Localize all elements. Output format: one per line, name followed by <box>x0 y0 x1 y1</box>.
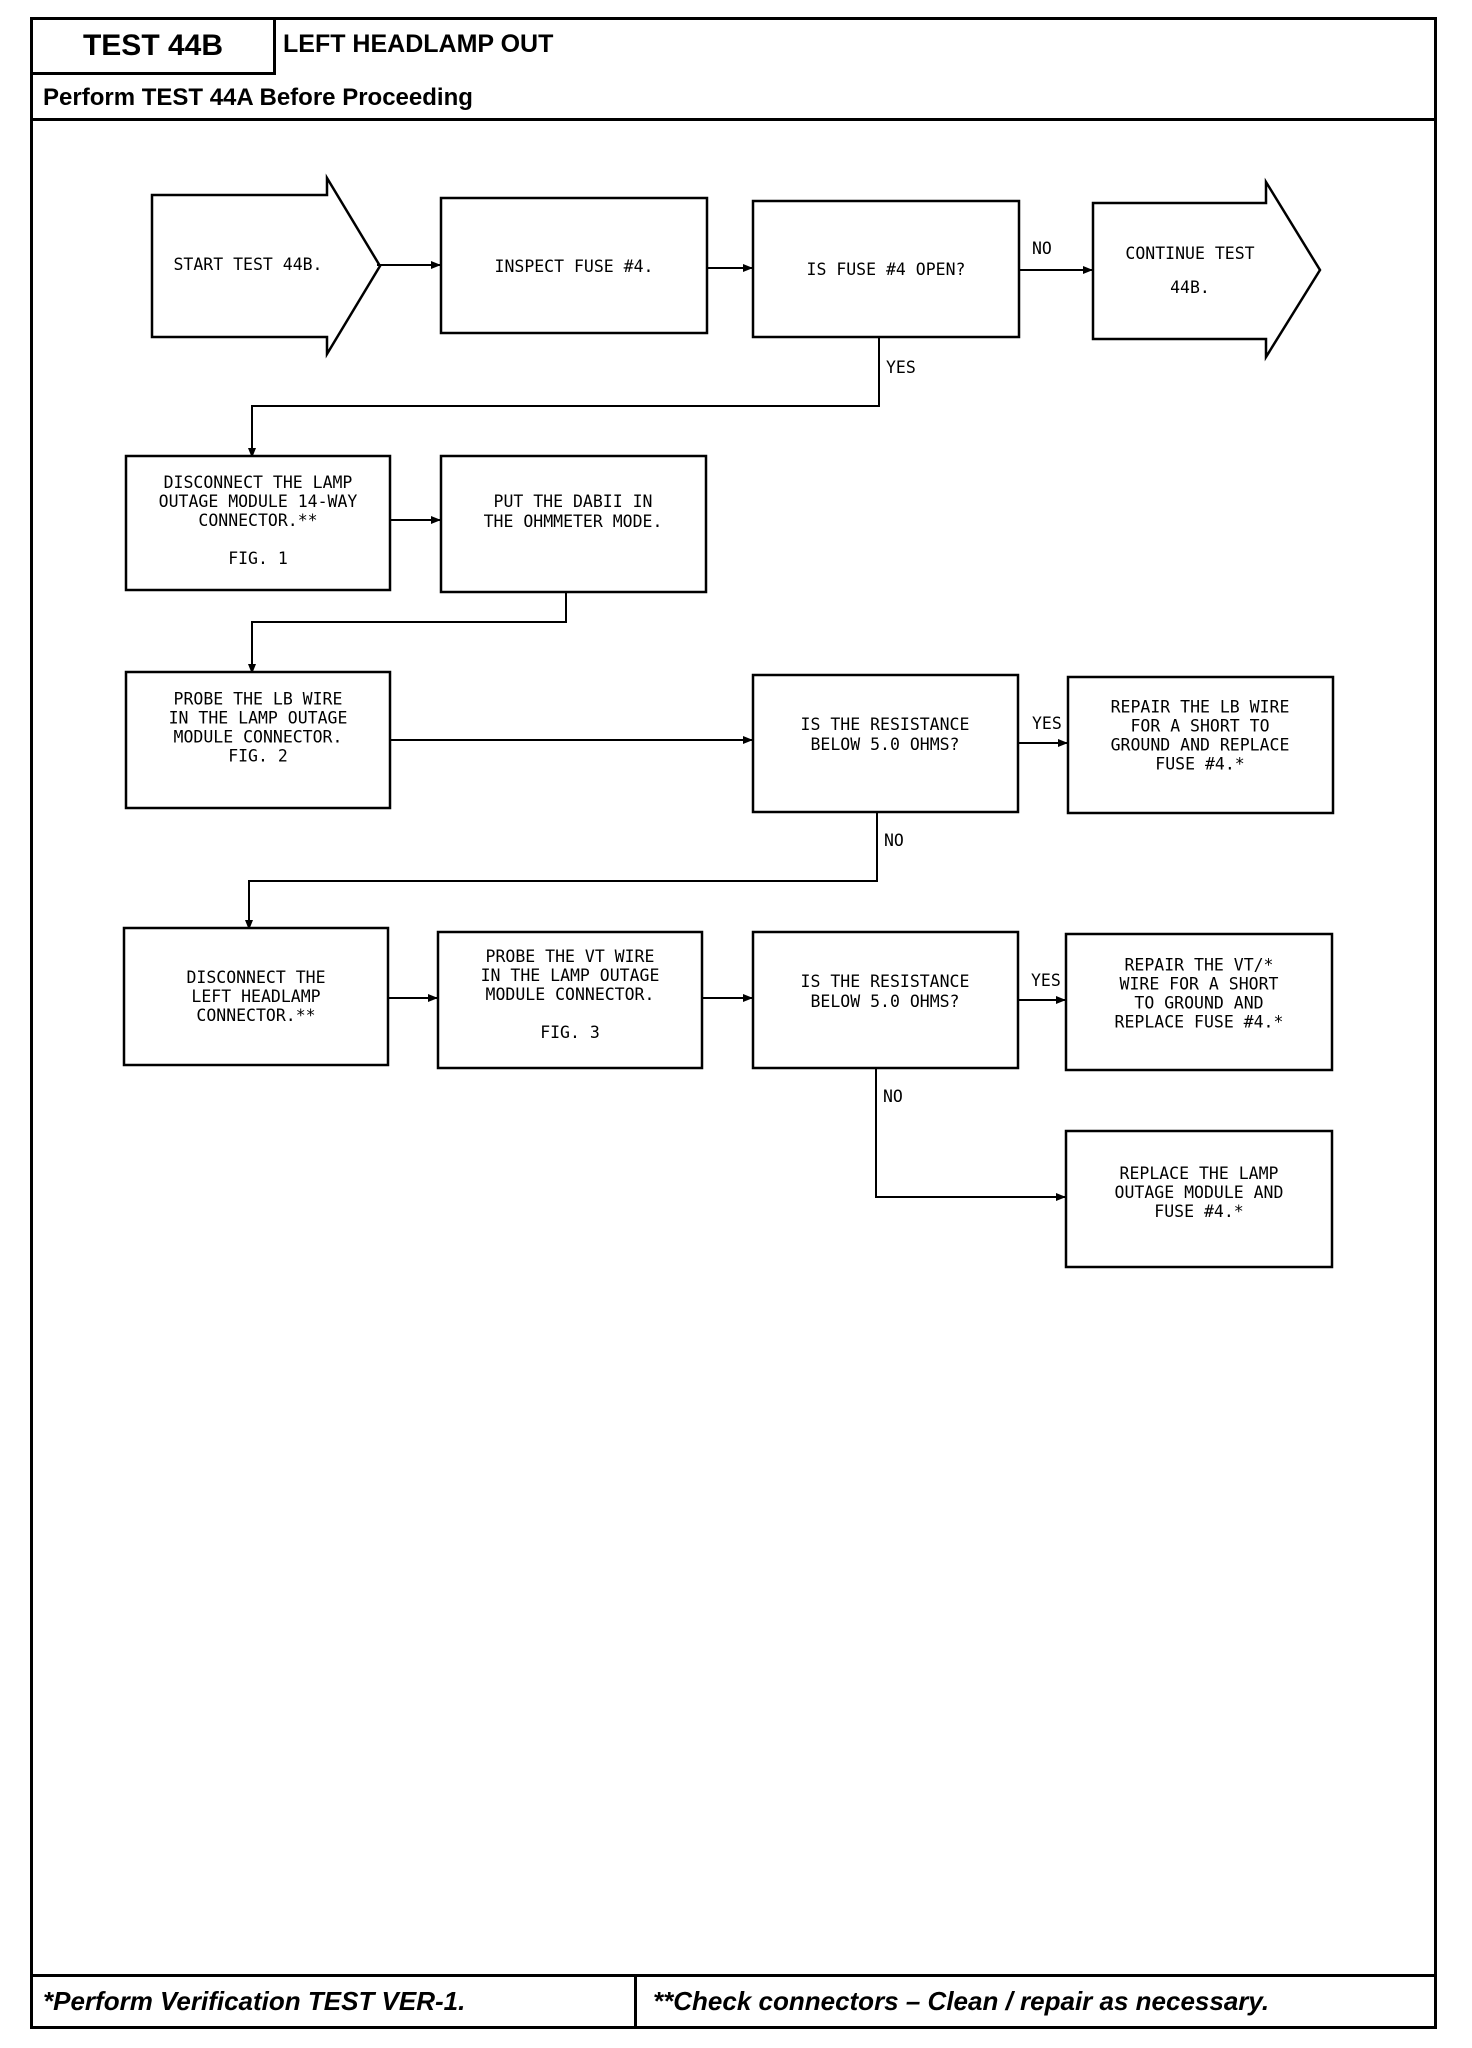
resistance-2-box <box>751 930 1020 1070</box>
box-text-line: DISCONNECT THE LAMP <box>164 473 353 492</box>
box-text-line: IN THE LAMP OUTAGE <box>481 966 660 985</box>
box-text-line: PROBE THE LB WIRE <box>174 690 343 709</box>
box-text-line: FOR A SHORT TO <box>1130 717 1269 736</box>
repair-lb-box <box>1066 675 1335 815</box>
arrowhead <box>245 920 253 930</box>
box-text-line: WIRE FOR A SHORT <box>1120 975 1279 994</box>
box-text-line: 44B. <box>1170 278 1210 297</box>
box-text-line: DISCONNECT THE <box>186 968 325 987</box>
continue-arrow <box>1091 177 1322 362</box>
box-text-line: REPLACE FUSE #4.* <box>1115 1013 1284 1032</box>
box-text-line: PROBE THE VT WIRE <box>486 947 655 966</box>
box-text-line: REPLACE THE LAMP <box>1120 1164 1279 1183</box>
connector-resistance-disconnect <box>248 812 878 930</box>
probe-vt-box <box>436 930 704 1070</box>
fuse-open-text: IS FUSE #4 OPEN? <box>807 260 966 279</box>
inspect-fuse-box <box>439 196 709 335</box>
arrowhead <box>1056 996 1066 1004</box>
test-id: TEST 44B <box>33 20 276 75</box>
label-yes-3: YES <box>1031 971 1061 990</box>
footer-separator <box>634 1974 637 2029</box>
disconnect-headlamp-box <box>122 926 390 1067</box>
arrowhead <box>743 736 753 744</box>
footer-verification-note: *Perform Verification TEST VER-1. <box>43 1986 466 2016</box>
label-no-1: NO <box>1032 239 1052 258</box>
box-text-line: IN THE LAMP OUTAGE <box>169 709 348 728</box>
arrowhead <box>1056 1193 1066 1201</box>
box-text-line: FIG. 2 <box>228 747 288 766</box>
test-sheet: TEST 44B LEFT HEADLAMP OUT Perform TEST … <box>30 17 1437 2029</box>
put-dabii-box <box>439 454 708 594</box>
label-yes-2: YES <box>1032 714 1062 733</box>
box-text-line: FIG. 1 <box>228 549 288 568</box>
arrowhead <box>248 664 256 674</box>
test-subtitle: Perform TEST 44A Before Proceeding <box>43 84 473 111</box>
box-text-line: MODULE CONNECTOR. <box>486 985 655 1004</box>
connector-resistance-replace <box>875 1068 1066 1198</box>
box-text-line: BELOW 5.0 OHMS? <box>810 735 959 754</box>
box-text-line: LEFT HEADLAMP <box>191 987 320 1006</box>
box-text-line: THE OHMMETER MODE. <box>484 512 663 531</box>
box-text-line: BELOW 5.0 OHMS? <box>810 992 959 1011</box>
box-text-line: OUTAGE MODULE AND <box>1115 1183 1284 1202</box>
box-text-line: OUTAGE MODULE 14-WAY <box>159 492 358 511</box>
box-text-line: CONNECTOR.** <box>196 1006 315 1025</box>
box-text-line: INSPECT FUSE #4. <box>495 257 654 276</box>
resistance-1-box <box>751 673 1020 814</box>
box-text-line: IS THE RESISTANCE <box>801 715 970 734</box>
repair-vt-box <box>1064 932 1334 1072</box>
box-text-line: CONNECTOR.** <box>198 511 317 530</box>
arrowhead <box>248 448 256 458</box>
connector-dabii-probe <box>251 592 567 674</box>
box-text-line: PUT THE DABII IN <box>494 492 653 511</box>
box-text-line: GROUND AND REPLACE <box>1111 736 1290 755</box>
inspect-fuse-text: INSPECT FUSE #4. <box>495 257 654 276</box>
box-text-line: REPAIR THE LB WIRE <box>1111 698 1290 717</box>
arrowhead <box>1058 739 1068 747</box>
start-text: START TEST 44B. <box>173 255 322 274</box>
box-text-line: IS THE RESISTANCE <box>801 972 970 991</box>
box-text-line: MODULE CONNECTOR. <box>174 728 343 747</box>
box-text-line: START TEST 44B. <box>173 255 322 274</box>
label-no-2: NO <box>884 831 904 850</box>
box-text-line: FIG. 3 <box>540 1023 600 1042</box>
arrowhead <box>1083 266 1093 274</box>
footer-connector-note: **Check connectors – Clean / repair as n… <box>653 1986 1270 2016</box>
test-title: LEFT HEADLAMP OUT <box>283 30 554 58</box>
header-divider <box>33 118 1434 121</box>
connector-question-disconnect <box>251 337 880 458</box>
arrowhead <box>431 261 441 269</box>
fuse-open-box <box>751 199 1021 339</box>
box-text-line: TO GROUND AND <box>1134 994 1263 1013</box>
arrowhead <box>431 516 441 524</box>
box-text-line: IS FUSE #4 OPEN? <box>807 260 966 279</box>
footer-divider <box>33 1974 1434 1977</box>
label-no-3: NO <box>883 1087 903 1106</box>
arrowhead <box>743 994 753 1002</box>
start-arrow <box>150 173 382 359</box>
label-yes-1: YES <box>886 358 916 377</box>
replace-lom-box <box>1064 1129 1334 1269</box>
continue-text: CONTINUE TEST 44B. <box>1125 244 1254 297</box>
probe-lb-box <box>124 670 392 810</box>
disconnect-lom-box <box>124 454 392 592</box>
box-text-line: FUSE #4.* <box>1154 1202 1243 1221</box>
box-text-line: FUSE #4.* <box>1155 755 1244 774</box>
arrowhead <box>428 994 438 1002</box>
box-text-line: CONTINUE TEST <box>1125 244 1254 263</box>
arrowhead <box>743 264 753 272</box>
box-text-line: REPAIR THE VT/* <box>1124 956 1273 975</box>
